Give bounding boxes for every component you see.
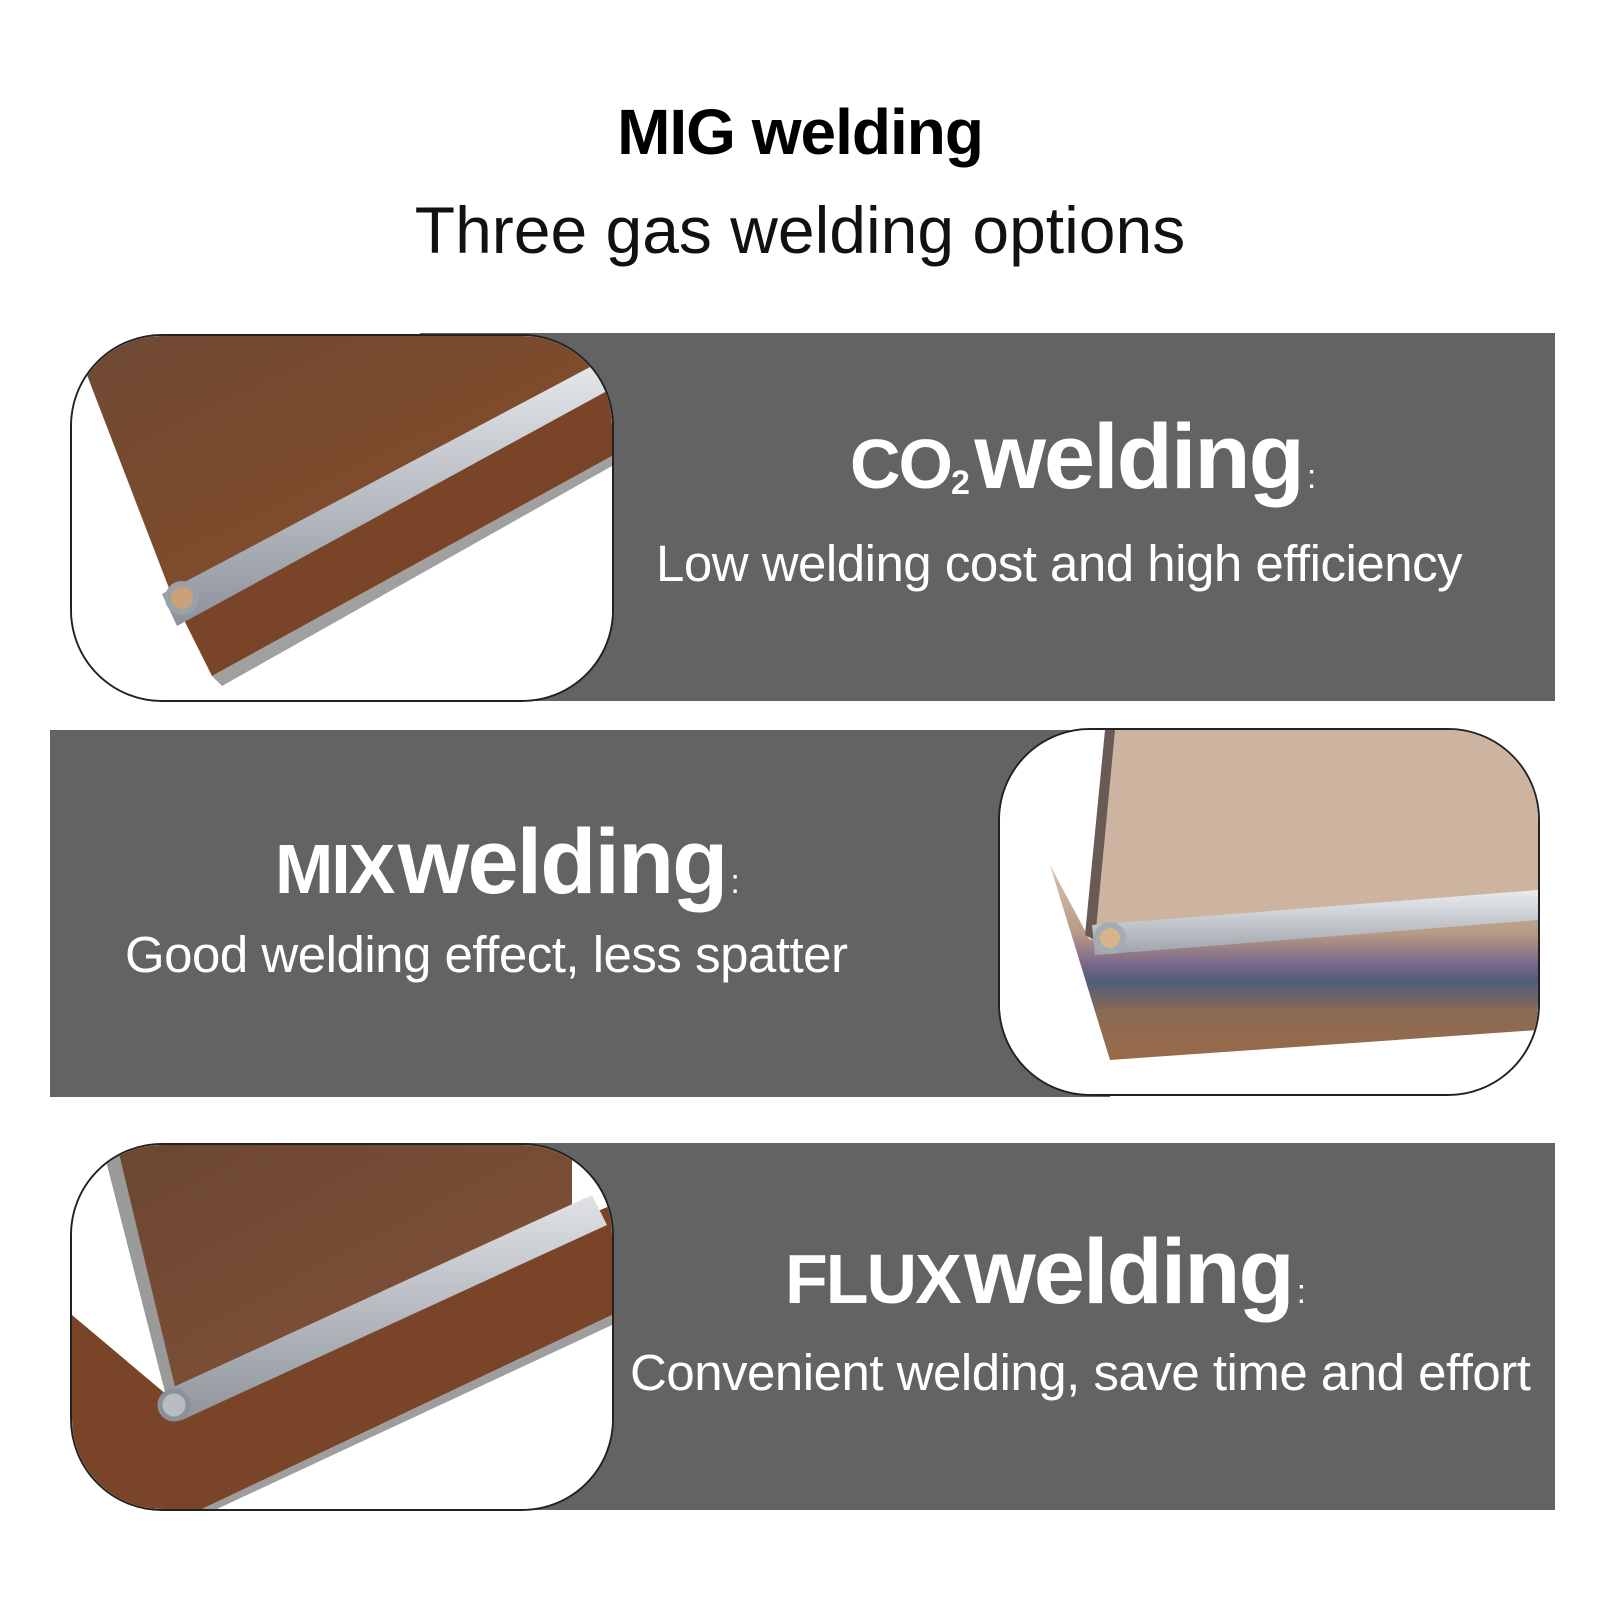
page-subtitle: Three gas welding options (414, 193, 1186, 267)
flux-colon: : (1296, 1273, 1307, 1311)
mix-prefix: MIX (275, 830, 395, 908)
mix-weld-photo (998, 728, 1540, 1096)
flux-weld-photo (70, 1143, 614, 1511)
co2-colon: : (1306, 458, 1317, 496)
flux-description: Convenient welding, save time and effort (630, 1344, 1531, 1401)
mix-colon: : (730, 863, 740, 901)
co2-subscript: 2 (951, 464, 970, 502)
co2-welding-heading: CO2 welding: (850, 405, 1316, 510)
flux-prefix: FLUX (785, 1240, 962, 1318)
mix-panel (50, 730, 1110, 1097)
flux-welding-heading: FLUX welding: (785, 1220, 1306, 1325)
mix-welding-heading: MIX welding: (275, 810, 740, 915)
mix-label: welding (397, 811, 728, 913)
mix-description: Good welding effect, less spatter (125, 926, 848, 983)
flux-label: welding (964, 1221, 1294, 1323)
co2-label: welding (974, 406, 1304, 508)
co2-description: Low welding cost and high efficiency (656, 535, 1463, 592)
co2-weld-photo (70, 334, 614, 702)
co2-prefix: CO (850, 425, 953, 503)
page-title: MIG welding (617, 96, 984, 168)
